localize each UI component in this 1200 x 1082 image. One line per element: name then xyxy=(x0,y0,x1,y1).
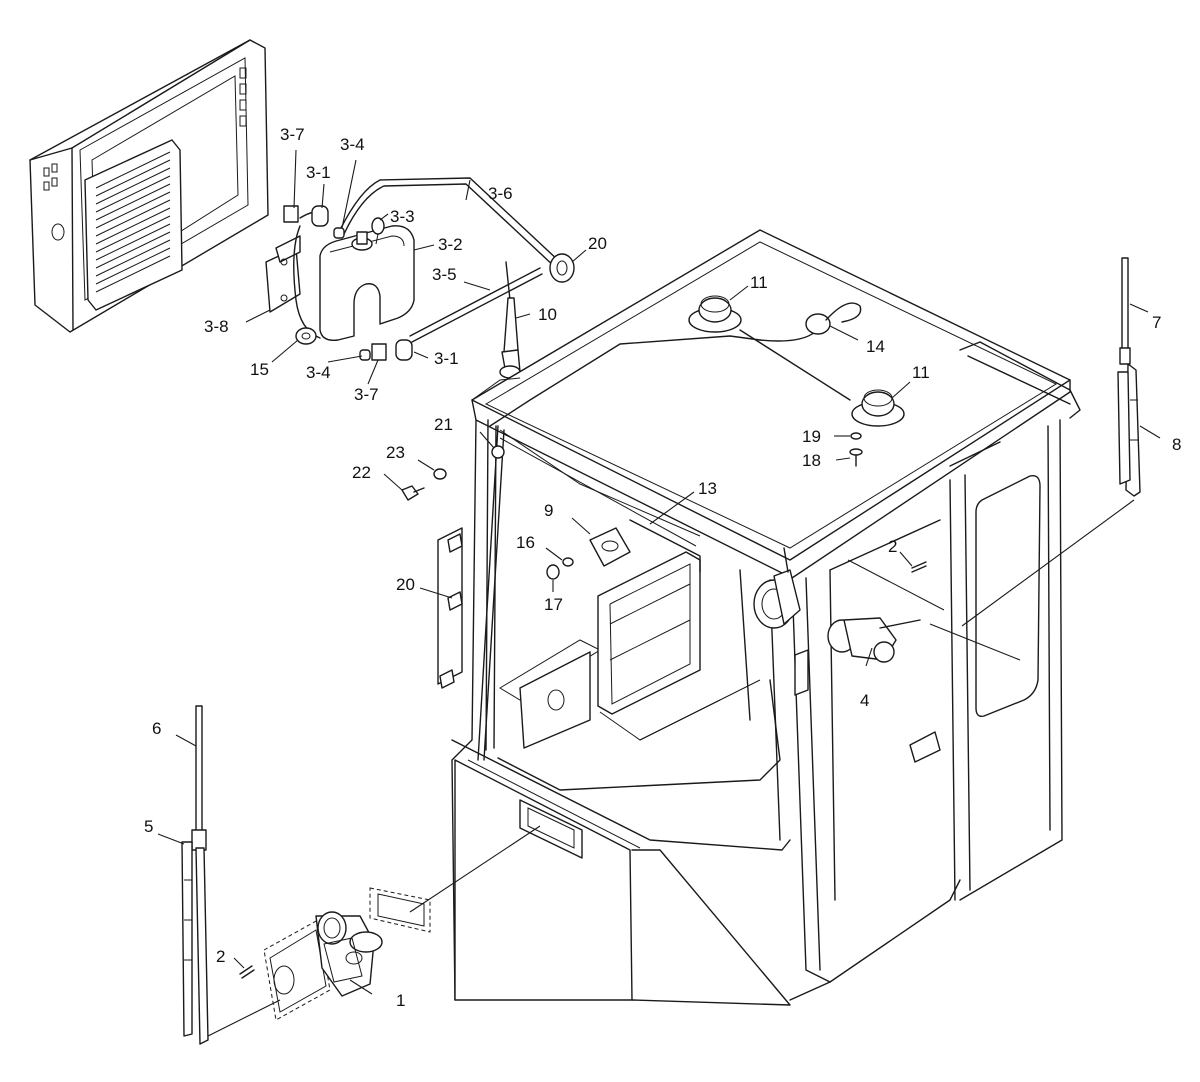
label-20-lower: 20 xyxy=(396,575,415,594)
horn xyxy=(753,547,801,629)
wiper-gasket xyxy=(263,919,331,1021)
label-3-1-upper: 3-1 xyxy=(306,163,331,182)
rear-wiper-arm xyxy=(1119,257,1131,365)
screw-18-part xyxy=(849,448,863,467)
label-3-6: 3-6 xyxy=(488,184,513,203)
washer-hose xyxy=(293,177,561,343)
wire-duct-13 xyxy=(629,519,701,573)
leader-lines xyxy=(157,149,1161,1037)
label-2-lower: 2 xyxy=(216,947,225,966)
hose-joint-lower xyxy=(295,327,413,361)
label-1: 1 xyxy=(396,991,405,1010)
tank-bracket xyxy=(265,235,301,313)
washer-19-part xyxy=(850,432,862,440)
label-3-7-upper: 3-7 xyxy=(280,125,305,144)
part-labels: 3-7 3-4 3-1 3-6 3-3 3-2 20 3-5 10 3-8 15… xyxy=(144,125,1181,1010)
label-3-5: 3-5 xyxy=(432,265,457,284)
label-3-2: 3-2 xyxy=(438,235,463,254)
label-10: 10 xyxy=(538,305,557,324)
label-20-upper: 20 xyxy=(588,234,607,253)
label-22: 22 xyxy=(352,463,371,482)
label-21: 21 xyxy=(434,415,453,434)
hose-grommet xyxy=(549,253,575,283)
label-11-left: 11 xyxy=(750,273,768,292)
label-8: 8 xyxy=(1172,435,1181,454)
pin-2-lower xyxy=(239,965,255,979)
label-19: 19 xyxy=(802,427,821,446)
label-17: 17 xyxy=(544,595,563,614)
label-2-upper: 2 xyxy=(888,537,897,556)
label-6: 6 xyxy=(152,719,161,738)
side-panel-cover xyxy=(29,39,269,333)
label-14: 14 xyxy=(866,337,885,356)
pin-2-upper xyxy=(911,561,927,573)
label-18: 18 xyxy=(802,451,821,470)
speaker-connector xyxy=(805,302,862,335)
speaker-right xyxy=(851,389,905,427)
rear-wiper-motor xyxy=(827,617,921,663)
hose-joint-upper xyxy=(283,205,345,239)
label-3-8: 3-8 xyxy=(204,317,229,336)
label-3-4-upper: 3-4 xyxy=(340,135,365,154)
washer-23 xyxy=(433,468,447,480)
label-13: 13 xyxy=(698,479,717,498)
label-23: 23 xyxy=(386,443,405,462)
dashed-cover-plate xyxy=(369,887,431,933)
cab-body xyxy=(451,229,1081,1006)
label-5: 5 xyxy=(144,817,153,836)
label-16: 16 xyxy=(516,533,535,552)
wire-grommet-21 xyxy=(491,445,505,459)
speaker-left xyxy=(688,295,742,333)
label-4: 4 xyxy=(860,691,869,710)
label-3-7-lower: 3-7 xyxy=(354,385,379,404)
label-3-3: 3-3 xyxy=(390,207,415,226)
label-3-4-lower: 3-4 xyxy=(306,363,331,382)
label-15: 15 xyxy=(250,360,269,379)
front-wiper-arm xyxy=(191,705,209,1045)
front-wiper-blade xyxy=(181,841,193,1037)
label-3-1-lower: 3-1 xyxy=(434,349,459,368)
label-9: 9 xyxy=(544,501,553,520)
label-7: 7 xyxy=(1152,313,1161,332)
cover-strip xyxy=(437,527,463,689)
rear-wiper-blade xyxy=(1117,363,1141,497)
room-lamp xyxy=(589,527,631,567)
lamp-nut xyxy=(546,557,574,580)
label-11-right: 11 xyxy=(912,363,930,382)
washer-tank xyxy=(319,217,415,341)
bolt-22 xyxy=(401,485,425,501)
front-wiper-motor xyxy=(315,911,383,997)
roof-wiring xyxy=(477,329,851,761)
